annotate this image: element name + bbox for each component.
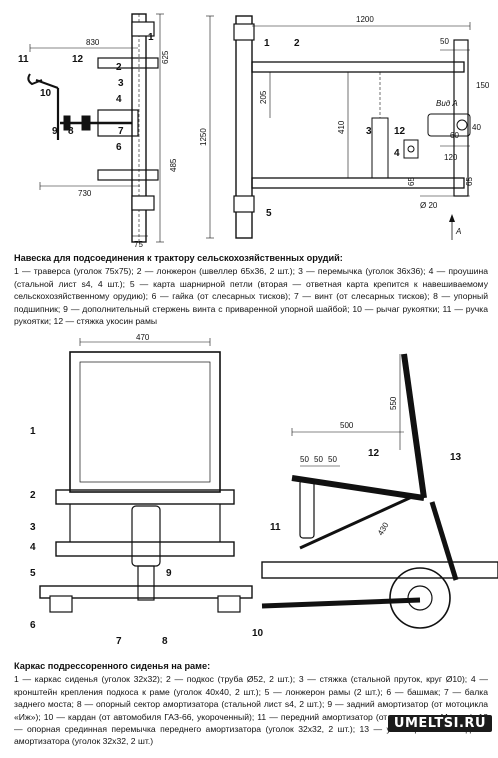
part-label-7: 7 [118,126,124,137]
dim-50-c: 50 [328,455,337,464]
dim-500: 500 [340,421,354,430]
seat-caption-body: 1 — каркас сиденья (уголок 32х32); 2 — п… [14,674,488,747]
front-shock-side [299,479,315,539]
seat-part-label-3: 3 [30,522,36,533]
part-label-3: 3 [118,78,124,89]
view-a-label: Вид А [436,99,458,108]
rear-shock-front [131,505,161,567]
dim-470: 470 [136,333,150,342]
dim-50: 50 [440,37,449,46]
dim-730: 730 [78,189,92,198]
part-label-2: 2 [294,38,300,49]
dim-120: 120 [444,153,458,162]
spar-lower [251,177,465,189]
seat-caption-title: Каркас подрессоренного сиденья на раме: [14,661,211,671]
traverse-front-view [235,15,253,239]
seat-part-label-10: 10 [252,628,264,639]
part-label-10: 10 [40,88,52,99]
dim-60: 60 [450,131,459,140]
seat-frame-front [69,351,221,493]
seat-part-label-5: 5 [30,568,36,579]
part-label-4: 4 [394,148,400,159]
seat-part-label-6: 6 [30,620,36,631]
seat-back-side [401,353,427,499]
part-label-3: 3 [366,126,372,137]
hitch-caption-title: Навеска для подсоединения к трактору сел… [14,253,343,263]
part-label-8: 8 [68,126,74,137]
dim-d20: Ø 20 [420,201,438,210]
dim-550: 550 [389,396,398,410]
part-label-6: 6 [116,142,122,153]
part-label-1: 1 [148,32,154,43]
section-arrow-label: А [455,227,461,236]
seat-part-label-9: 9 [166,568,172,579]
part-label-1: 1 [264,38,270,49]
seat-frame-drawing: 470 500 550 50 50 50 430 1 2 3 4 5 6 7 8… [30,333,498,647]
dim-410: 410 [337,120,346,134]
part-label-9: 9 [52,126,58,137]
dim-65-a: 65 [407,177,416,186]
dim-150: 150 [476,81,490,90]
hitch-caption: Навеска для подсоединения к трактору сел… [14,252,488,327]
dim-50-a: 50 [300,455,309,464]
hitch-caption-body: 1 — траверса (уголок 75х75); 2 — лонжеро… [14,266,488,327]
part-label-5: 5 [266,208,272,219]
seat-part-label-4: 4 [30,542,36,553]
dim-75: 75 [134,240,143,249]
dim-830: 830 [86,38,100,47]
dim-50-b: 50 [314,455,323,464]
dim-1250: 1250 [199,128,208,146]
part-label-12: 12 [72,54,84,65]
dim-430: 430 [376,520,391,537]
spar-upper [251,61,465,73]
seat-part-label-12: 12 [368,448,380,459]
part-label-2: 2 [116,62,122,73]
dim-485: 485 [169,158,178,172]
seat-part-label-8: 8 [162,636,168,647]
seat-part-label-2: 2 [30,490,36,501]
dim-65-b: 65 [465,177,474,186]
part-label-4: 4 [116,94,122,105]
cardan-shaft [261,597,421,609]
dim-625: 625 [161,50,170,64]
dim-205: 205 [259,90,268,104]
seat-part-label-11: 11 [270,522,281,533]
seat-part-label-1: 1 [30,426,36,437]
seat-caption: Каркас подрессоренного сиденья на раме: … [14,660,488,748]
site-watermark: UMELTSI.RU [387,715,492,732]
part-label-11: 11 [18,54,29,65]
hitch-drawing: 830 625 1200 50 150 205 1250 410 485 60 … [18,13,490,249]
part-label-12: 12 [394,126,406,137]
dim-40: 40 [472,123,481,132]
seat-part-label-7: 7 [116,636,122,647]
dim-1200: 1200 [356,15,374,24]
seat-part-label-13: 13 [450,452,462,463]
